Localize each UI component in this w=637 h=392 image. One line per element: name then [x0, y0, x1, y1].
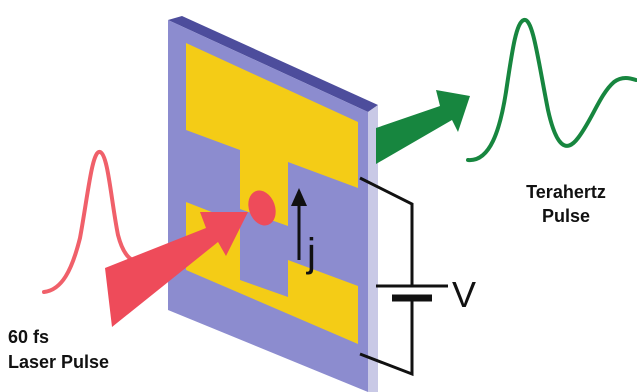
- laser-pulse-waveform: [42, 150, 150, 294]
- top-electrode: [186, 43, 358, 226]
- laser-spot: [248, 190, 276, 226]
- laser-label-line2: Laser Pulse: [8, 352, 109, 372]
- bias-circuit: [359, 176, 448, 377]
- voltage-label: V: [452, 274, 476, 315]
- laser-label-line1: 60 fs: [8, 327, 49, 347]
- circuit-wire-top: [359, 176, 414, 286]
- circuit-wire-bottom: [359, 300, 414, 377]
- current-arrow: [291, 188, 307, 260]
- substrate-top-edge: [168, 16, 378, 112]
- terahertz-waveform: [466, 18, 637, 163]
- terahertz-label-line1: Terahertz: [526, 182, 606, 202]
- terahertz-label-line2: Pulse: [542, 206, 590, 226]
- terahertz-arrow: [376, 90, 470, 164]
- substrate-side-edge: [368, 105, 378, 392]
- laser-beam-arrow: [105, 212, 248, 327]
- current-label: j: [306, 231, 316, 275]
